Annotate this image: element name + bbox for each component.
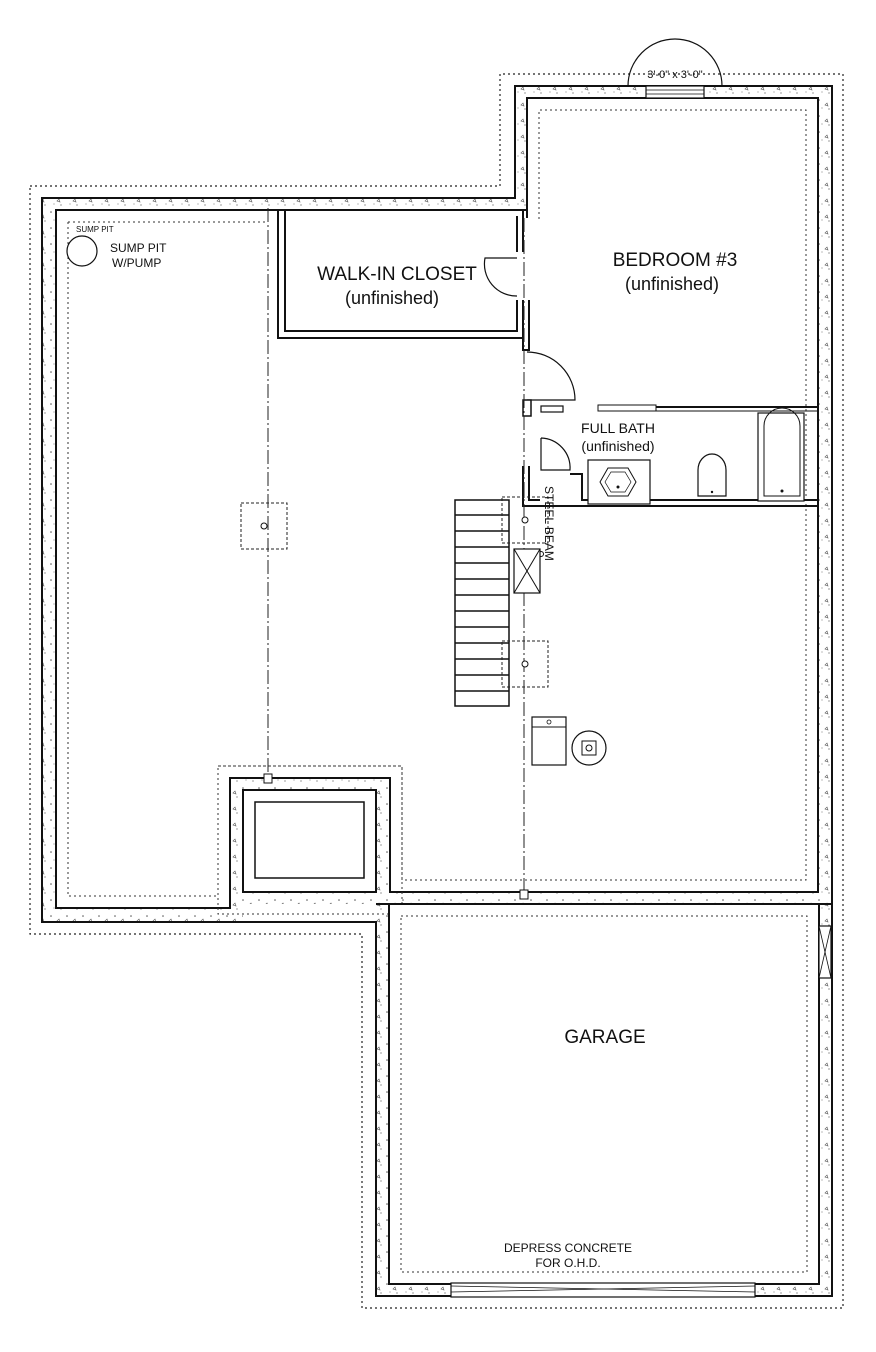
garage-door <box>450 1282 756 1298</box>
tub-drain <box>780 489 784 493</box>
sump-pump-label: W/PUMP <box>112 256 161 270</box>
sink-icon <box>599 467 637 497</box>
furnace-vent <box>546 719 552 725</box>
chase-line <box>513 548 541 594</box>
bath-wall-stub2 <box>540 405 564 413</box>
closet-walls <box>277 210 524 339</box>
column-pad <box>501 496 549 544</box>
water-heater-center <box>585 744 593 752</box>
inner-dotted-line <box>67 109 807 897</box>
water-heater-box <box>581 740 597 756</box>
sink-basin <box>604 471 632 493</box>
bathtub-basin <box>763 407 801 497</box>
sump-pit-icon <box>66 235 98 267</box>
window-size-label: 3'-0" x 3'-0" <box>647 69 703 81</box>
door-line <box>818 925 832 979</box>
garage-name: GARAGE <box>564 1027 645 1048</box>
sump-pit-small-label: SUMP PIT <box>76 225 114 234</box>
garage-inner-wall <box>388 903 820 1285</box>
toilet-drain <box>710 490 714 494</box>
bedroom-partition <box>522 210 530 351</box>
outer-dotted-outline <box>29 73 844 1309</box>
outer-wall <box>41 85 833 1297</box>
bath-status: (unfinished) <box>581 438 654 454</box>
column-post <box>521 660 529 668</box>
column-post <box>260 522 268 530</box>
column-pad <box>501 640 549 688</box>
window-well-outer <box>242 789 377 893</box>
bath-pocket-door <box>597 404 657 412</box>
bathtub-icon <box>757 412 805 502</box>
window-well-inner <box>254 801 365 879</box>
bedroom-status: (unfinished) <box>625 274 719 294</box>
beam-pocket <box>263 773 273 784</box>
garage-dotted <box>400 915 808 1273</box>
inner-wall <box>55 97 819 909</box>
depress-concrete-note: DEPRESS CONCRETE <box>504 1241 632 1255</box>
window-well-arc <box>627 38 723 87</box>
column-pad <box>240 502 288 550</box>
bedroom-name: BEDROOM #3 <box>613 250 738 271</box>
beam-pocket <box>519 889 529 900</box>
sink-drain <box>616 485 620 489</box>
sump-pit-label: SUMP PIT <box>110 241 167 255</box>
furnace-top <box>531 716 567 728</box>
bath-walls <box>522 466 818 507</box>
garage-door-line <box>450 1285 756 1293</box>
water-heater-icon <box>571 730 607 766</box>
bedroom-window <box>645 85 705 99</box>
bath-door-swing <box>540 437 571 471</box>
stairs <box>454 499 510 707</box>
bath-wall-stub <box>522 399 532 417</box>
bedroom-door-swing <box>526 351 576 401</box>
furnace-icon <box>531 716 567 766</box>
closet-name: WALK-IN CLOSET <box>317 264 477 285</box>
window-well-dotted <box>217 765 403 915</box>
ohd-note: FOR O.H.D. <box>535 1256 600 1270</box>
vanity <box>587 459 651 505</box>
closet-status: (unfinished) <box>345 288 439 308</box>
steel-beam-label: STEEL BEAM <box>542 486 556 561</box>
bath-name: FULL BATH <box>581 420 655 436</box>
column-post <box>521 516 529 524</box>
toilet-icon <box>697 453 727 497</box>
foundation-concrete <box>42 86 832 1296</box>
closet-door-swing <box>483 257 518 297</box>
